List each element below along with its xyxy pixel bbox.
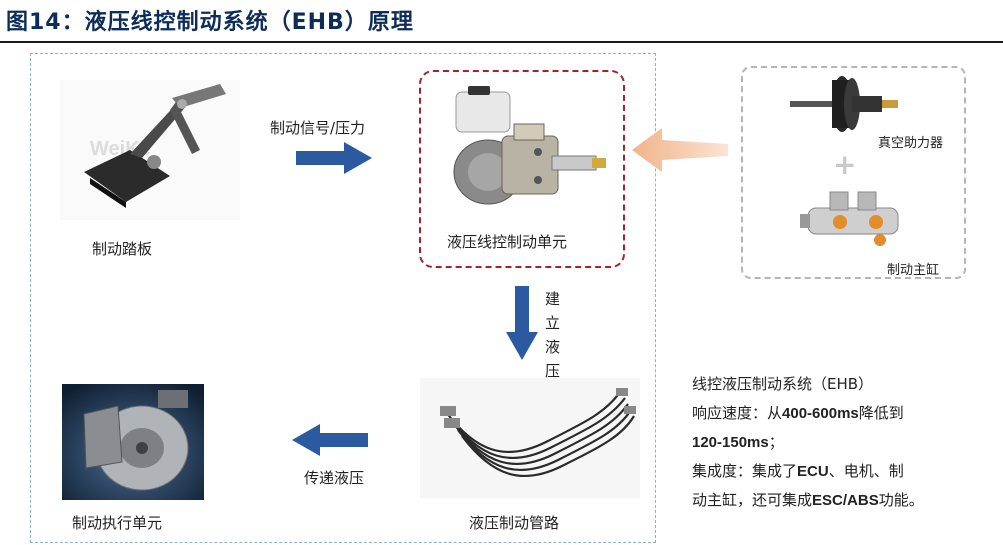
info-line-1: 线控液压制动系统（EHB） — [692, 375, 874, 393]
label-brake-actuator: 制动执行单元 — [72, 514, 163, 532]
label-brake-pedal: 制动踏板 — [92, 240, 153, 258]
label-brake-pipeline: 液压制动管路 — [469, 514, 560, 532]
info-line-3-suffix: ； — [768, 433, 784, 451]
arrow-down-blue-icon — [506, 286, 538, 360]
info-response-old: 400-600ms — [782, 405, 859, 422]
info-line-5-prefix: 动主缸，还可集成 — [692, 491, 813, 509]
info-ecu: ECU — [797, 463, 829, 480]
info-line-4: 集成度：集成了ECU、电机、制 — [692, 457, 992, 486]
label-transfer-pressure: 传递液压 — [304, 469, 365, 487]
master-cylinder-illustration — [800, 191, 899, 246]
info-line-2-prefix: 响应速度：从 — [692, 404, 783, 422]
arrow-left-orange-icon — [632, 128, 728, 172]
info-line-2-suffix: 降低到 — [858, 404, 904, 422]
ehb-unit-box — [419, 70, 625, 268]
plus-icon: + — [833, 148, 857, 181]
info-line-5: 动主缸，还可集成ESC/ABS功能。 — [692, 486, 992, 515]
ehb-unit-illustration — [453, 86, 606, 205]
system-frame — [30, 53, 656, 543]
info-response-new: 120-150ms — [692, 434, 769, 451]
brake-pedal-illustration: WeiKe — [60, 80, 240, 220]
arrow-left-blue-icon — [292, 424, 368, 456]
legacy-components-box — [741, 66, 966, 279]
label-vacuum-booster: 真空助力器 — [878, 136, 944, 151]
ehb-info-text: 线控液压制动系统（EHB） 响应速度：从400-600ms降低到 120-150… — [692, 370, 992, 515]
arrow-right-blue-icon — [296, 142, 372, 174]
label-brake-signal: 制动信号/压力 — [270, 119, 366, 137]
vacuum-booster-illustration — [790, 76, 898, 132]
info-line-4-suffix: 、电机、制 — [828, 462, 904, 480]
info-line-3: 120-150ms； — [692, 428, 992, 457]
label-master-cylinder: 制动主缸 — [887, 263, 940, 278]
label-build-pressure: 建立液压 — [545, 290, 561, 380]
info-line-4-prefix: 集成度：集成了 — [692, 462, 798, 480]
label-ehb-unit: 液压线控制动单元 — [447, 233, 568, 251]
title-divider — [0, 41, 1003, 43]
figure-title: 图14：液压线控制动系统（EHB）原理 — [6, 10, 414, 35]
info-line-2: 响应速度：从400-600ms降低到 — [692, 399, 992, 428]
brake-disc-illustration — [62, 384, 204, 500]
info-line-5-suffix: 功能。 — [878, 491, 924, 509]
brake-pipeline-illustration — [420, 378, 640, 498]
info-esc-abs: ESC/ABS — [812, 492, 879, 509]
